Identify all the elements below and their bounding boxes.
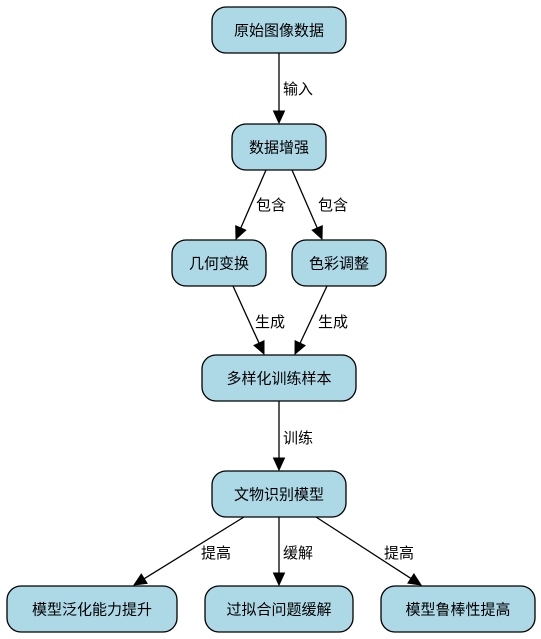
node-label: 模型鲁棒性提高 <box>405 601 510 619</box>
node-geo: 几何变换 <box>171 239 267 287</box>
edge-model-to-overfit: 缓解 <box>272 517 313 587</box>
edge-label: 生成 <box>255 313 285 331</box>
edge-line <box>240 169 267 229</box>
edge-line <box>299 285 328 344</box>
node-aug: 数据增强 <box>231 123 327 171</box>
edge-label: 包含 <box>318 196 348 214</box>
node-box <box>204 585 354 633</box>
node-box <box>231 123 327 171</box>
arrowhead-icon <box>235 225 247 241</box>
edge-model-to-robust: 提高 <box>315 516 423 586</box>
edge-label: 输入 <box>283 80 313 98</box>
node-label: 过拟合问题缓解 <box>226 601 331 619</box>
edge-label: 生成 <box>318 313 348 331</box>
node-label: 数据增强 <box>249 139 309 157</box>
node-label: 原始图像数据 <box>234 22 324 40</box>
edge-model-to-gen: 提高 <box>132 516 245 586</box>
edge-label: 提高 <box>384 544 414 562</box>
node-raw: 原始图像数据 <box>211 6 347 54</box>
edge-line <box>232 285 260 344</box>
edge-line <box>291 169 318 229</box>
node-model: 文物识别模型 <box>211 470 347 518</box>
node-box <box>201 354 357 402</box>
node-box <box>211 470 347 518</box>
edge-samples-to-model: 训练 <box>272 401 313 472</box>
node-box <box>291 239 387 287</box>
arrowhead-icon <box>311 225 323 241</box>
edge-label: 包含 <box>256 196 286 214</box>
arrowhead-icon <box>407 572 423 586</box>
node-label: 多样化训练样本 <box>226 370 331 388</box>
node-samples: 多样化训练样本 <box>201 354 357 402</box>
node-gen: 模型泛化能力提升 <box>6 585 178 633</box>
edge-line <box>315 516 412 580</box>
node-robust: 模型鲁棒性提高 <box>380 585 536 633</box>
node-label: 模型泛化能力提升 <box>32 601 152 619</box>
arrowhead-icon <box>272 572 286 587</box>
edge-label: 提高 <box>201 544 231 562</box>
node-overfit: 过拟合问题缓解 <box>204 585 354 633</box>
node-box <box>380 585 536 633</box>
node-label: 几何变换 <box>189 255 249 273</box>
node-box <box>171 239 267 287</box>
edge-raw-to-aug: 输入 <box>272 53 313 125</box>
edge-aug-to-geo: 包含 <box>235 169 286 241</box>
arrowhead-icon <box>294 340 307 356</box>
node-label: 文物识别模型 <box>234 486 324 504</box>
edge-color-to-samples: 生成 <box>294 285 348 356</box>
edge-geo-to-samples: 生成 <box>232 285 285 356</box>
arrowhead-icon <box>272 457 286 472</box>
node-box <box>211 6 347 54</box>
edge-label: 训练 <box>283 429 313 447</box>
edge-line <box>143 516 245 580</box>
node-color: 色彩调整 <box>291 239 387 287</box>
edge-label: 缓解 <box>283 544 313 562</box>
arrowhead-icon <box>132 573 148 586</box>
arrowhead-icon <box>253 340 265 356</box>
arrowhead-icon <box>272 110 286 125</box>
node-box <box>6 585 178 633</box>
edge-aug-to-color: 包含 <box>291 169 348 241</box>
node-label: 色彩调整 <box>309 255 369 273</box>
